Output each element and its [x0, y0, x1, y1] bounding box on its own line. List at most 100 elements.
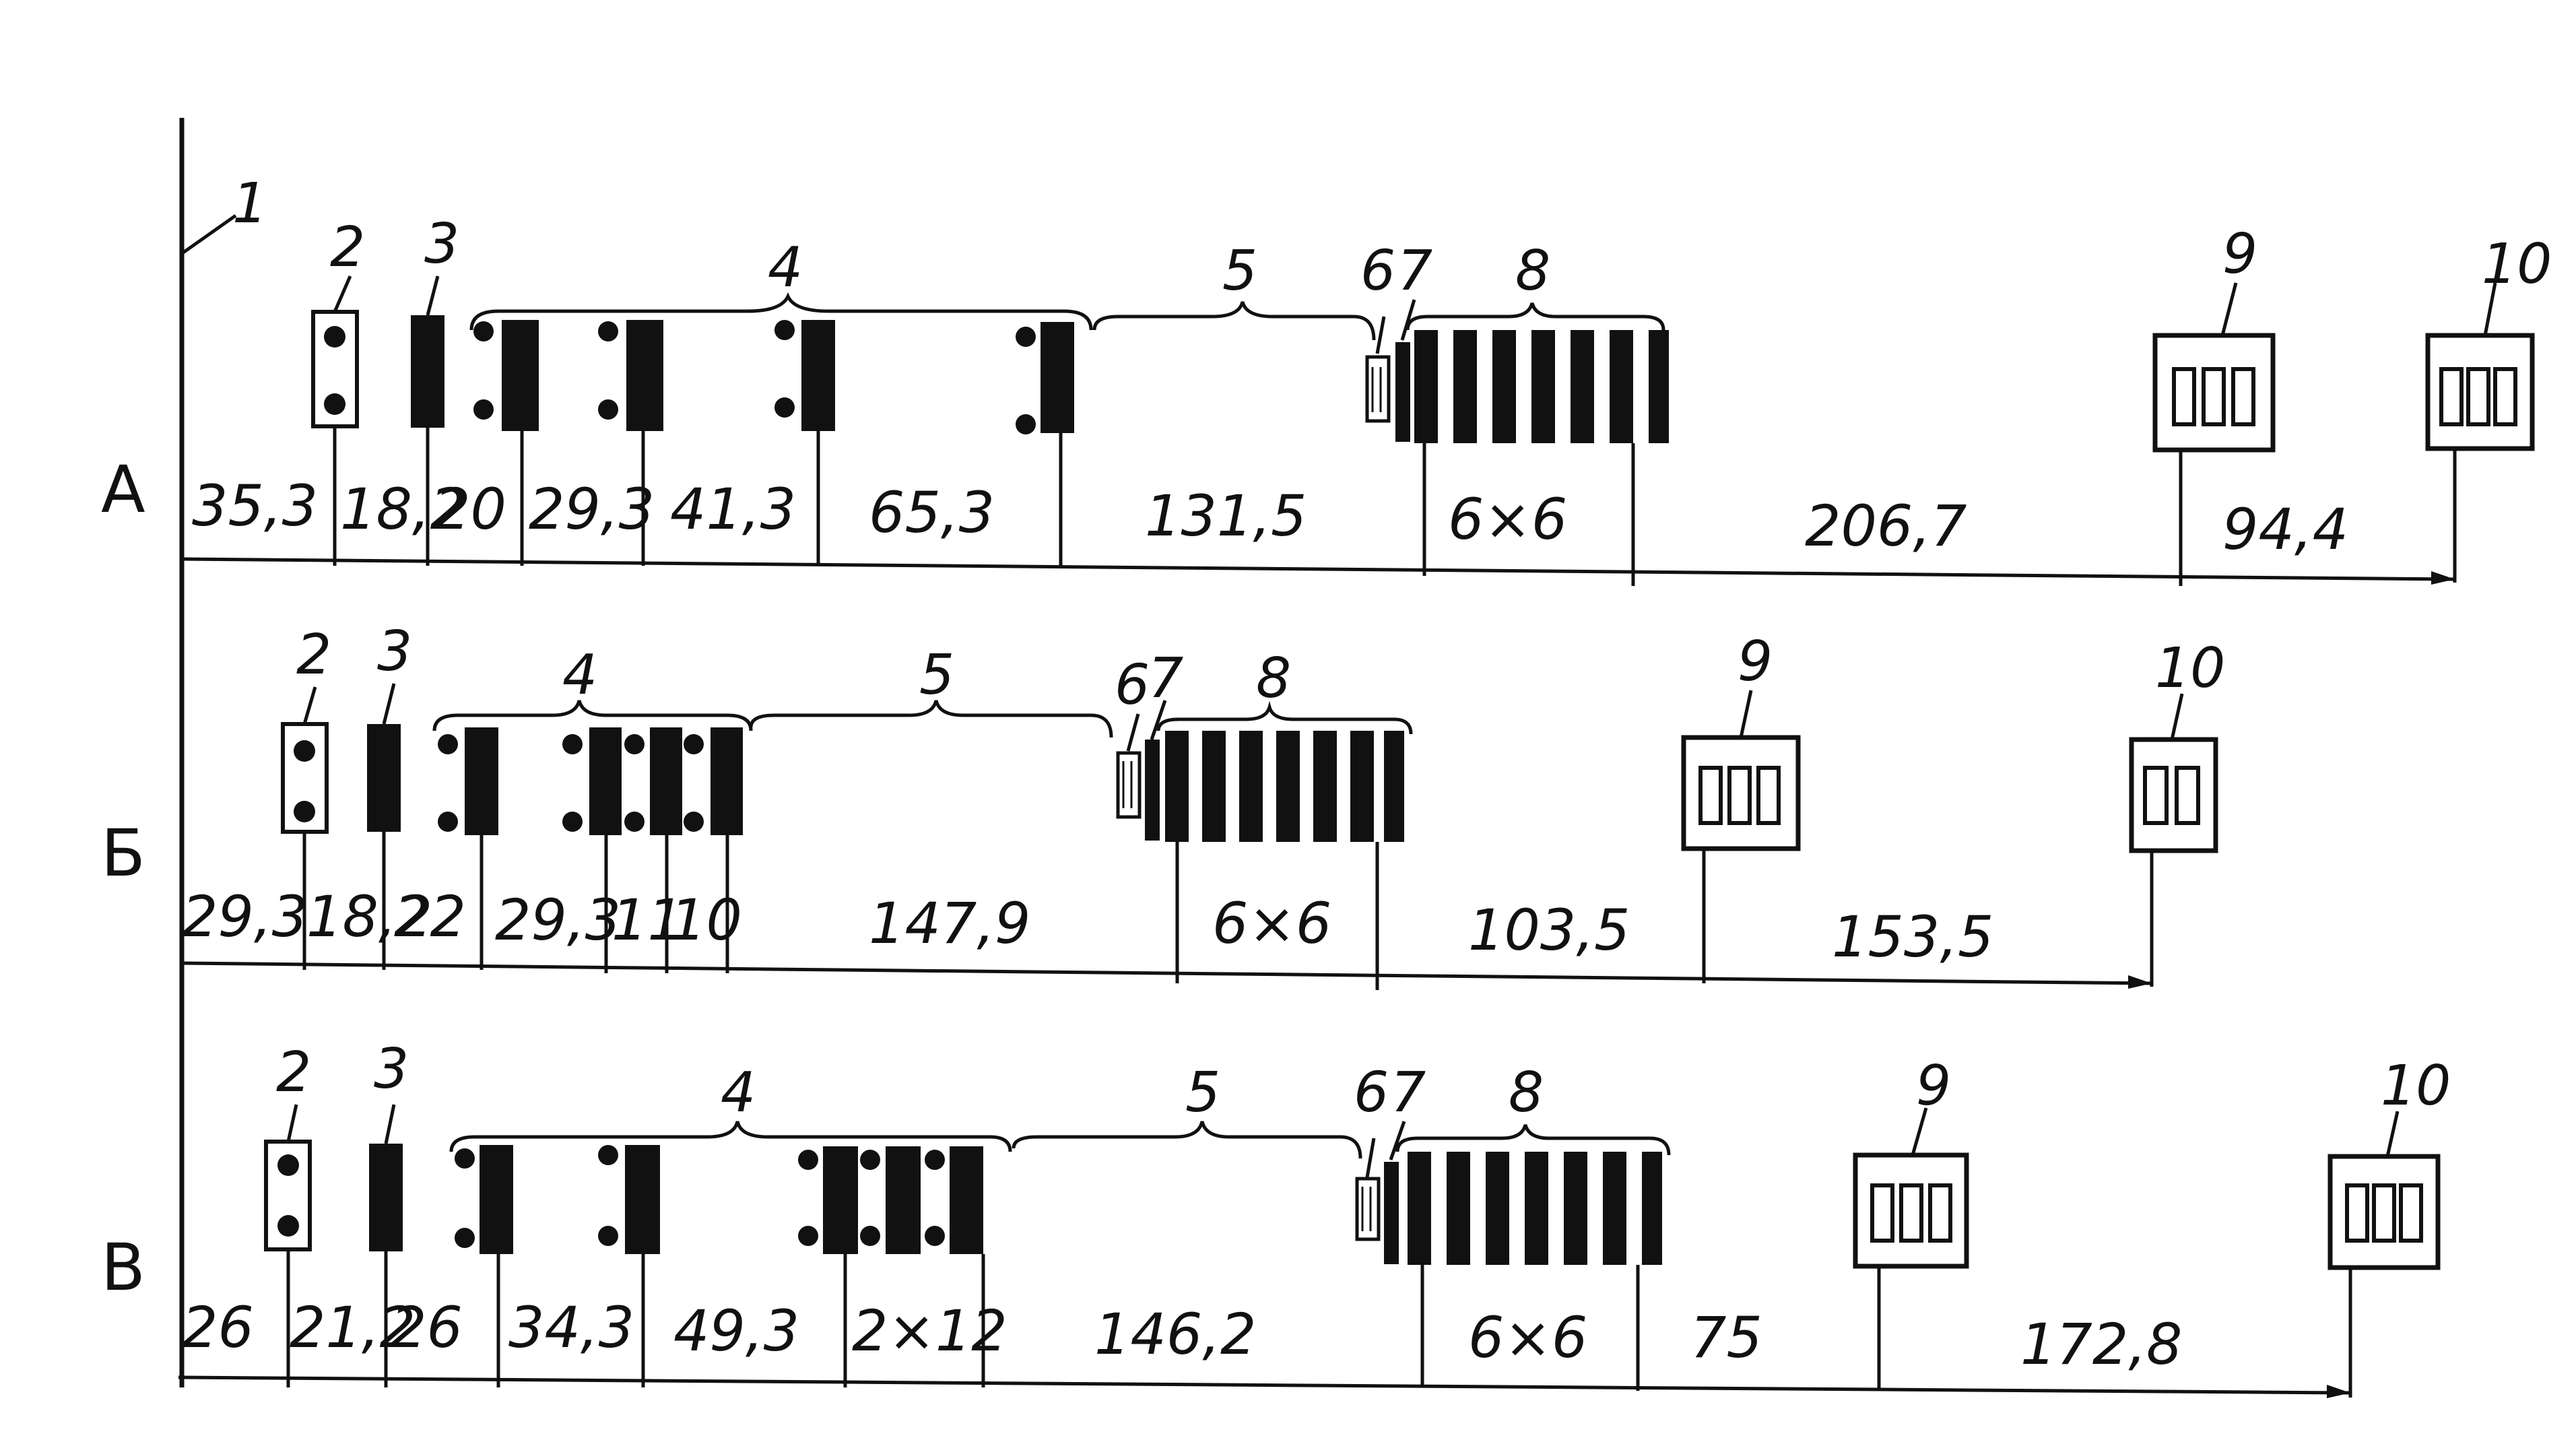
unit-4-dot [774, 320, 795, 340]
dimension-value: 34,3 [508, 1294, 634, 1361]
dimension-value: 29,3 [182, 884, 308, 950]
unit-3-block [411, 315, 444, 428]
unit-label: 9 [2222, 222, 2257, 286]
dimension-value: 35,3 [192, 473, 318, 539]
dimension-value: 10 [670, 887, 742, 953]
unit-8-block [1492, 330, 1516, 443]
datum-label: 1 [232, 172, 267, 236]
unit-label: 2 [296, 623, 331, 687]
dimension-value: 6×6 [1448, 486, 1567, 552]
dimension-value: 6×6 [1468, 1305, 1587, 1371]
unit-4-block [711, 727, 743, 835]
unit-10-cell [2345, 1183, 2369, 1243]
unit-7-block [1395, 342, 1410, 442]
label-leader [384, 1104, 396, 1144]
dimension-line [181, 557, 2455, 581]
unit-10-cell [2493, 367, 2517, 426]
unit-7-block [1145, 740, 1160, 841]
unit-9-cell [1899, 1183, 1923, 1243]
unit-label: 4 [721, 1061, 756, 1125]
unit-10-box [2327, 1154, 2441, 1270]
unit-4-dot [798, 1150, 818, 1170]
unit-4-dot [438, 734, 458, 754]
unit-3-block [367, 724, 401, 832]
unit-label: 9 [1916, 1054, 1951, 1118]
dimension-value: 20 [434, 476, 506, 542]
unit-4-dot [774, 397, 795, 418]
unit-9-cell [2202, 367, 2226, 426]
unit-4-dot [925, 1150, 945, 1170]
label-leader [302, 686, 317, 725]
unit-8-block [1414, 330, 1438, 443]
label-leader [1150, 700, 1167, 740]
unit-label: 6 [1360, 239, 1395, 303]
unit-4-dot [1016, 414, 1036, 434]
brace-8 [1156, 700, 1413, 735]
unit-8-block [1564, 1152, 1587, 1265]
unit-label: 6 [1115, 653, 1150, 717]
unit-label: 5 [1185, 1061, 1220, 1125]
unit-4-dot [598, 1145, 618, 1165]
unit-4-dot [798, 1226, 818, 1246]
label-leader [1375, 316, 1386, 354]
brace-8 [1395, 1124, 1671, 1156]
label-leader [1126, 713, 1140, 752]
unit-label: 4 [768, 236, 803, 300]
label-leader [2220, 282, 2238, 336]
label-leader [382, 683, 396, 725]
unit-8-block [1384, 731, 1404, 842]
unit-label: 3 [374, 1037, 409, 1101]
brace-4 [449, 1121, 1012, 1152]
unit-6-frame [1116, 751, 1142, 819]
unit-label: 5 [1222, 239, 1257, 303]
unit-8-block [1447, 1152, 1470, 1265]
unit-9-cell [2172, 367, 2196, 426]
dimension-value: 41,3 [670, 476, 796, 542]
unit-4-block [950, 1146, 983, 1254]
label-leader [333, 275, 352, 313]
dimension-value: 49,3 [673, 1298, 799, 1364]
unit-9-cell [1727, 766, 1752, 825]
unit-label: 3 [377, 620, 412, 684]
unit-label: 3 [424, 212, 459, 276]
unit-label: 10 [2482, 232, 2552, 296]
unit-9-box [2152, 333, 2276, 453]
dimension-value: 6×6 [1212, 890, 1331, 956]
unit-label: 4 [562, 643, 597, 707]
unit-10-cell [2143, 766, 2169, 825]
unit-10-cell [2372, 1183, 2396, 1243]
unit-2-dot [277, 1154, 299, 1176]
unit-4-block [625, 1145, 660, 1254]
unit-8-block [1202, 731, 1226, 842]
unit-label: 7 [1148, 647, 1183, 711]
arrow-end [2431, 571, 2455, 585]
unit-9-cell [1928, 1183, 1952, 1243]
unit-8-block [1408, 1152, 1431, 1265]
unit-4-block [589, 727, 622, 835]
unit-9-box [1853, 1152, 1969, 1269]
dimension-line [181, 961, 2152, 985]
label-leader [1365, 1138, 1376, 1178]
unit-8-block [1165, 731, 1189, 842]
unit-4-block [801, 320, 835, 431]
unit-label: 7 [1391, 1061, 1426, 1125]
unit-10-cell [2175, 766, 2200, 825]
unit-4-dot [473, 321, 494, 341]
label-leader [1739, 690, 1753, 738]
label-leader [1911, 1107, 1928, 1156]
dimension-value: 206,7 [1805, 493, 1967, 559]
unit-label: 5 [919, 643, 954, 707]
unit-8-block [1603, 1152, 1626, 1265]
unit-8-block [1313, 731, 1337, 842]
unit-4-block [502, 320, 539, 431]
dimension-value: 65,3 [869, 480, 995, 546]
dimension-value: 22 [394, 884, 466, 950]
unit-8-block [1531, 330, 1555, 443]
brace-5 [749, 700, 1113, 738]
unit-10-cell [2399, 1183, 2423, 1243]
brace-8 [1406, 302, 1665, 331]
unit-4-dot [684, 812, 704, 832]
unit-2-dot [277, 1215, 299, 1237]
dimension-value: 94,4 [2222, 496, 2348, 562]
unit-9-cell [2231, 367, 2255, 426]
